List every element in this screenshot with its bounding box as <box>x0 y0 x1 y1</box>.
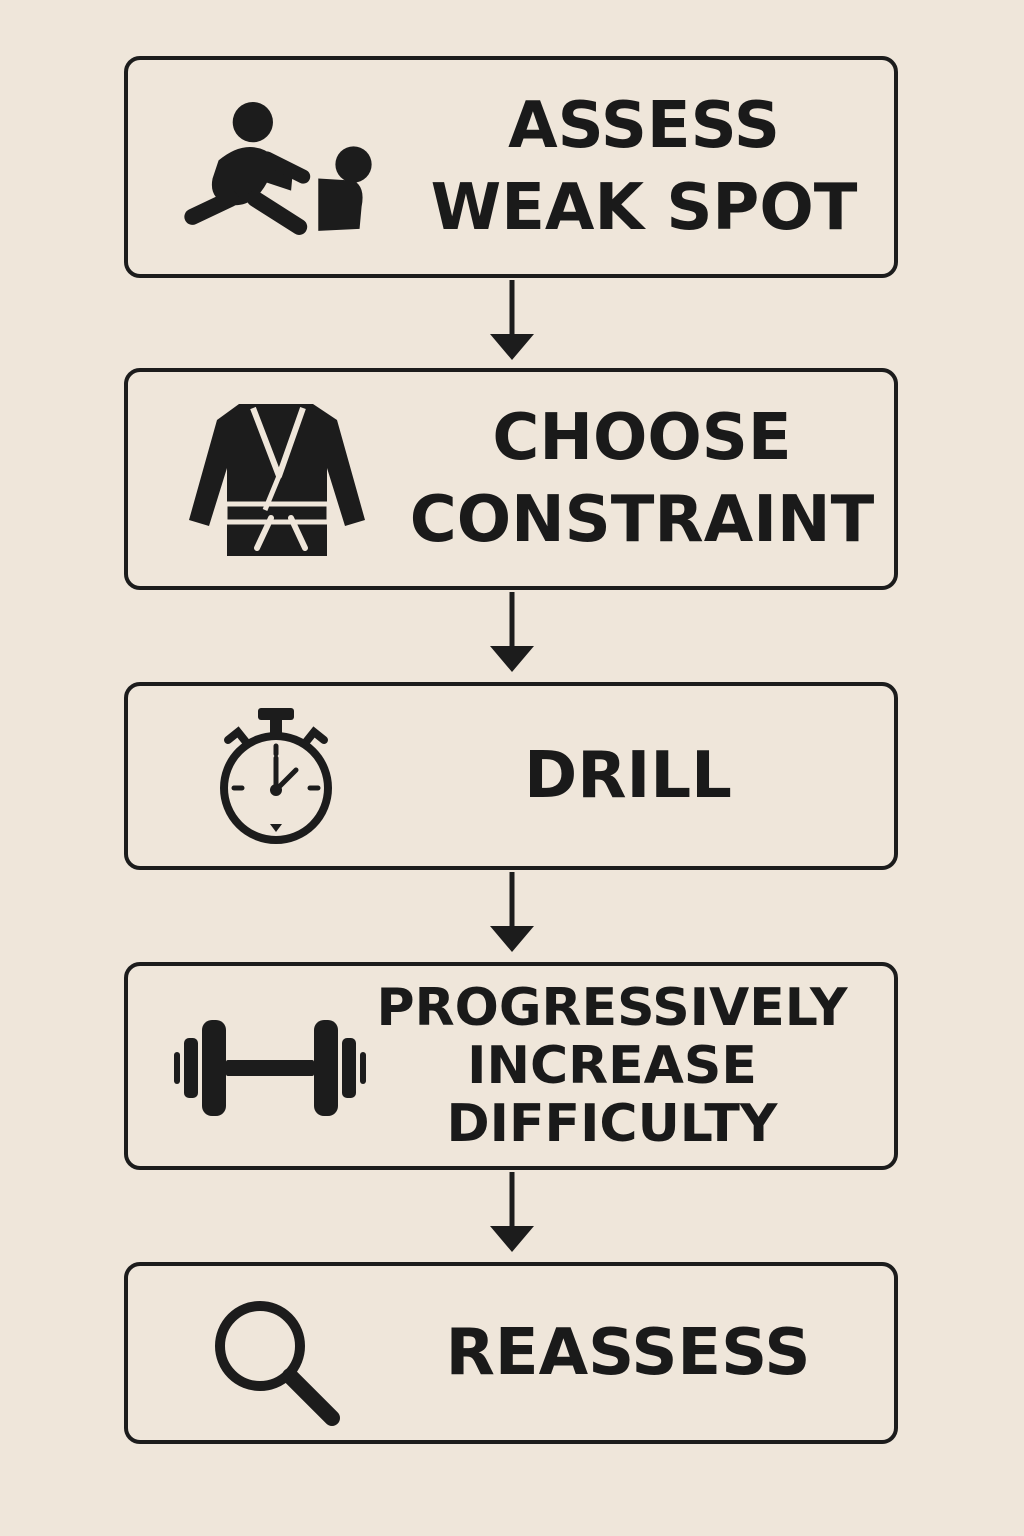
label-line: WEAK SPOT <box>430 171 858 245</box>
flow-arrow <box>490 872 534 956</box>
stopwatch-icon <box>214 706 338 846</box>
flow-arrow <box>490 592 534 676</box>
step-label: PROGRESSIVELY INCREASE DIFFICULTY <box>377 966 848 1166</box>
step-label: REASSESS <box>398 1266 858 1440</box>
step-assess-weak-spot: ASSESS WEAK SPOT <box>124 56 898 278</box>
flow-arrow <box>490 280 534 364</box>
label-line: DIFFICULTY <box>446 1094 778 1154</box>
step-drill: DRILL <box>124 682 898 870</box>
gi-jacket-icon <box>186 398 368 558</box>
dumbbell-icon <box>172 1016 368 1120</box>
label-line: INCREASE <box>467 1036 757 1096</box>
step-label: DRILL <box>428 686 828 866</box>
label-line: DRILL <box>524 739 732 813</box>
step-progressively-increase-difficulty: PROGRESSIVELY INCREASE DIFFICULTY <box>124 962 898 1170</box>
step-label: ASSESS WEAK SPOT <box>424 60 864 274</box>
label-line: CHOOSE <box>492 401 792 475</box>
grappling-figures-icon <box>182 98 374 244</box>
label-line: ASSESS <box>508 89 780 163</box>
step-reassess: REASSESS <box>124 1262 898 1444</box>
flow-arrow <box>490 1172 534 1256</box>
label-line: PROGRESSIVELY <box>376 978 848 1038</box>
step-choose-constraint: CHOOSE CONSTRAINT <box>124 368 898 590</box>
label-line: CONSTRAINT <box>409 483 875 557</box>
magnifying-glass-icon <box>208 1294 342 1428</box>
label-line: REASSESS <box>445 1316 811 1390</box>
step-label: CHOOSE CONSTRAINT <box>408 372 876 586</box>
